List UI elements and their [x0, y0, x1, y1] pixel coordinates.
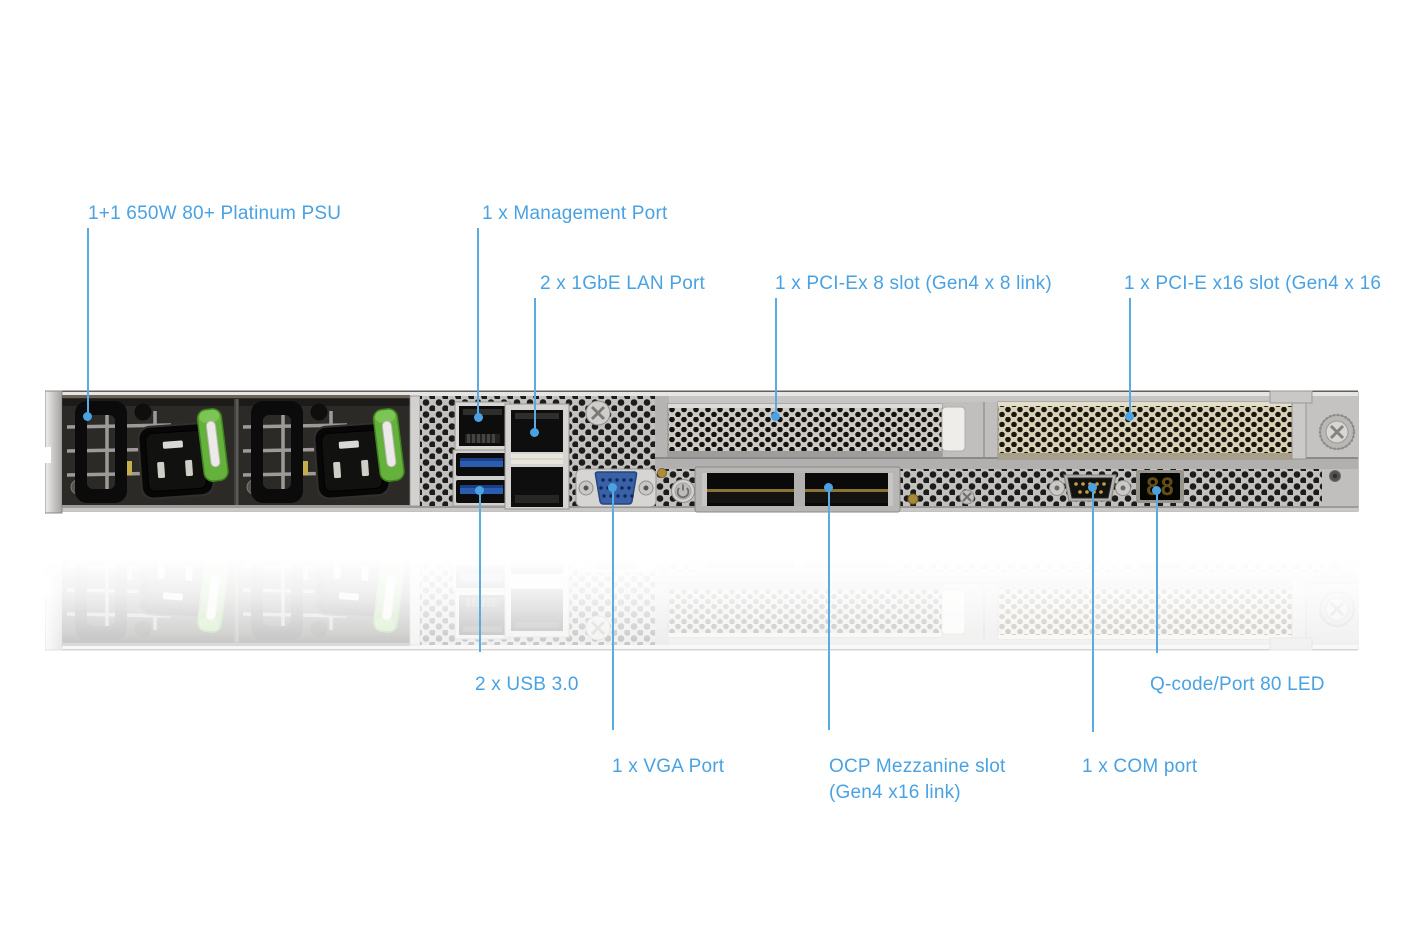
leader-dot	[1125, 412, 1134, 421]
leader-dot	[1088, 483, 1097, 492]
server-rear-photo: 88	[45, 387, 1360, 519]
callout-label-line2: (Gen4 x16 link)	[829, 782, 961, 803]
leader-line	[1129, 298, 1131, 417]
leader-line	[534, 298, 536, 433]
callout-label: Q-code/Port 80 LED	[1150, 674, 1325, 695]
callout-label: 2 x USB 3.0	[475, 674, 579, 695]
management-port-rj45	[454, 401, 511, 451]
ocp-mezzanine-slot	[694, 466, 901, 513]
power-button	[671, 479, 695, 503]
callout-label: 1 x COM port	[1082, 756, 1198, 777]
panel-screw	[585, 400, 611, 426]
leader-dot	[475, 486, 484, 495]
psu-module-2	[237, 397, 412, 507]
usb3-port-1	[456, 453, 507, 476]
ocp-screw-hex	[959, 489, 975, 505]
ocp-screw-brass	[907, 493, 919, 505]
callout-label: 1 x Management Port	[482, 203, 668, 224]
callout-label: 1+1 650W 80+ Platinum PSU	[88, 203, 342, 224]
callout-label: 1 x VGA Port	[612, 756, 725, 777]
leader-dot	[530, 428, 539, 437]
slot-latch-white	[941, 406, 966, 452]
leader-line	[612, 488, 614, 730]
leader-dot	[83, 412, 92, 421]
leader-dot	[608, 483, 617, 492]
panel-divider	[409, 395, 421, 507]
small-screw	[1329, 470, 1341, 482]
pcie-x16-slot-cover	[997, 401, 1293, 460]
lan-ports-rj45	[504, 403, 570, 510]
leader-line	[477, 228, 479, 418]
top-right-latch	[1269, 390, 1313, 404]
callout-label: OCP Mezzanine slot (Gen4 x16 link)	[829, 754, 1005, 806]
pcie-x8-slot-cover	[667, 403, 943, 458]
leader-line	[1156, 491, 1158, 653]
psu-bay	[61, 395, 412, 507]
slot-bracket-right	[1291, 400, 1307, 460]
leader-line	[828, 488, 830, 730]
leader-dot	[771, 412, 780, 421]
callout-label-line1: OCP Mezzanine slot	[829, 756, 1006, 777]
leader-dot	[474, 413, 483, 422]
callout-label: 2 x 1GbE LAN Port	[540, 273, 705, 294]
qcode-led: 88	[1136, 470, 1184, 503]
leader-line	[87, 228, 89, 417]
rack-ear-left	[45, 390, 63, 514]
standoff-screw	[657, 468, 667, 478]
usb3-ports	[452, 449, 511, 507]
leader-line	[775, 298, 777, 417]
callout-label: 1 x PCI-Ex 8 slot (Gen4 x 8 link)	[775, 273, 1052, 294]
leader-line	[1092, 488, 1094, 732]
leader-line	[479, 491, 481, 652]
leader-dot	[1152, 486, 1161, 495]
leader-dot	[824, 483, 833, 492]
thumbscrew	[1318, 413, 1356, 451]
callout-label: 1 x PCI-E x16 slot (Gen4 x 16	[1124, 273, 1382, 294]
